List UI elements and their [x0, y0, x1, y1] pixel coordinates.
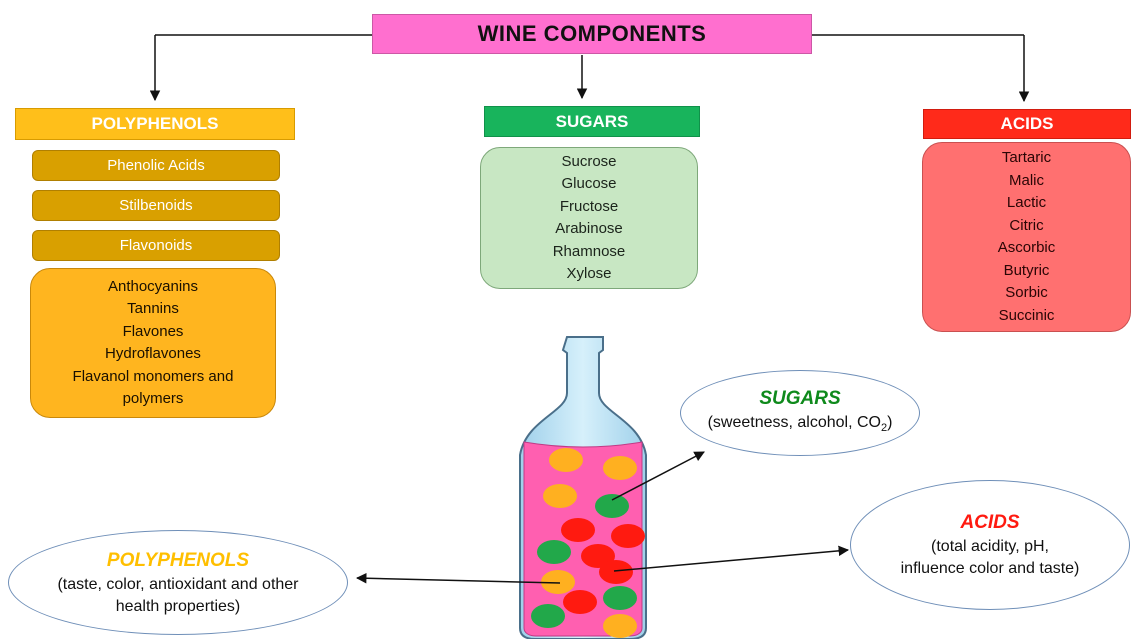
wine-bottle: [519, 336, 647, 639]
acids-effect-title: ACIDS: [960, 512, 1020, 533]
sugars-effect-title: SUGARS: [759, 388, 841, 410]
list-item: polymers: [122, 390, 184, 407]
red-dot: [581, 544, 615, 568]
flavonoids-bar: Flavonoids: [32, 230, 280, 261]
acids-effect-desc-line: influence color and taste): [900, 560, 1080, 577]
list-item: Hydroflavones: [105, 345, 201, 362]
list-item: Flavanol monomers and: [72, 367, 234, 385]
list-item: Arabinose: [555, 220, 623, 237]
red-dot: [599, 560, 633, 584]
bottle-dots: [531, 448, 645, 638]
list-item: Tartaric: [1001, 149, 1052, 166]
orange-dot: [541, 570, 575, 594]
red-dot: [563, 590, 597, 614]
acids-list: Tartaric Malic Lactic Citric Ascorbic Bu…: [922, 142, 1131, 332]
acids-effect-ellipse: ACIDS (total acidity, pH, influence colo…: [850, 480, 1130, 610]
sugars-list: Sucrose Glucose Fructose Arabinose Rhamn…: [480, 147, 698, 289]
list-item: Sucrose: [561, 152, 617, 170]
orange-dot: [603, 614, 637, 638]
polyphenols-effect-ellipse: POLYPHENOLS (taste, color, antioxidant a…: [8, 530, 348, 635]
polyphenols-effect-desc-line: health properties): [115, 597, 241, 615]
arrow-to-polyphenols: [355, 572, 561, 584]
tree-connector: [149, 34, 1030, 103]
red-dot: [561, 518, 595, 542]
list-item: Tannins: [127, 300, 179, 317]
list-item: Butyric: [1003, 261, 1050, 279]
phenolic-acids-bar: Phenolic Acids: [32, 150, 280, 181]
polyphenols-effect-title: POLYPHENOLS: [106, 549, 250, 571]
list-item: Glucose: [561, 175, 617, 192]
list-item: Ascorbic: [997, 239, 1056, 256]
green-dot: [603, 586, 637, 610]
list-item: Sorbic: [1005, 284, 1048, 301]
orange-dot: [543, 484, 577, 508]
list-item: Xylose: [566, 265, 612, 282]
green-dot: [537, 540, 571, 564]
sugars-effect-desc: (sweetness, alcohol, CO2): [707, 414, 893, 435]
stilbenoids-bar: Stilbenoids: [32, 190, 280, 221]
orange-dot: [603, 456, 637, 480]
red-dot: [611, 524, 645, 548]
list-item: Succinic: [998, 306, 1055, 324]
green-dot: [531, 604, 565, 628]
sugars-effect-ellipse: SUGARS (sweetness, alcohol, CO2): [680, 370, 920, 456]
list-item: Citric: [1009, 216, 1044, 234]
acids-effect-desc-line: (total acidity, pH,: [931, 538, 1049, 555]
flavonoids-list: Anthocyanins Tannins Flavones Hydroflavo…: [30, 268, 276, 418]
orange-dot: [549, 448, 583, 472]
green-dot: [595, 494, 629, 518]
list-item: Anthocyanins: [107, 277, 199, 295]
arrow-to-acids: [613, 545, 850, 572]
polyphenols-effect-desc-line: (taste, color, antioxidant and other: [57, 575, 299, 593]
list-item: Flavones: [122, 322, 184, 340]
list-item: Rhamnose: [552, 242, 626, 260]
acids-header: ACIDS: [923, 109, 1131, 139]
list-item: Lactic: [1006, 194, 1047, 211]
diagram-title: WINE COMPONENTS: [372, 14, 812, 54]
sugars-header: SUGARS: [484, 106, 700, 137]
polyphenols-header: POLYPHENOLS: [15, 108, 295, 140]
arrow-to-sugars: [611, 451, 705, 501]
list-item: Fructose: [559, 197, 619, 215]
list-item: Malic: [1008, 171, 1044, 189]
